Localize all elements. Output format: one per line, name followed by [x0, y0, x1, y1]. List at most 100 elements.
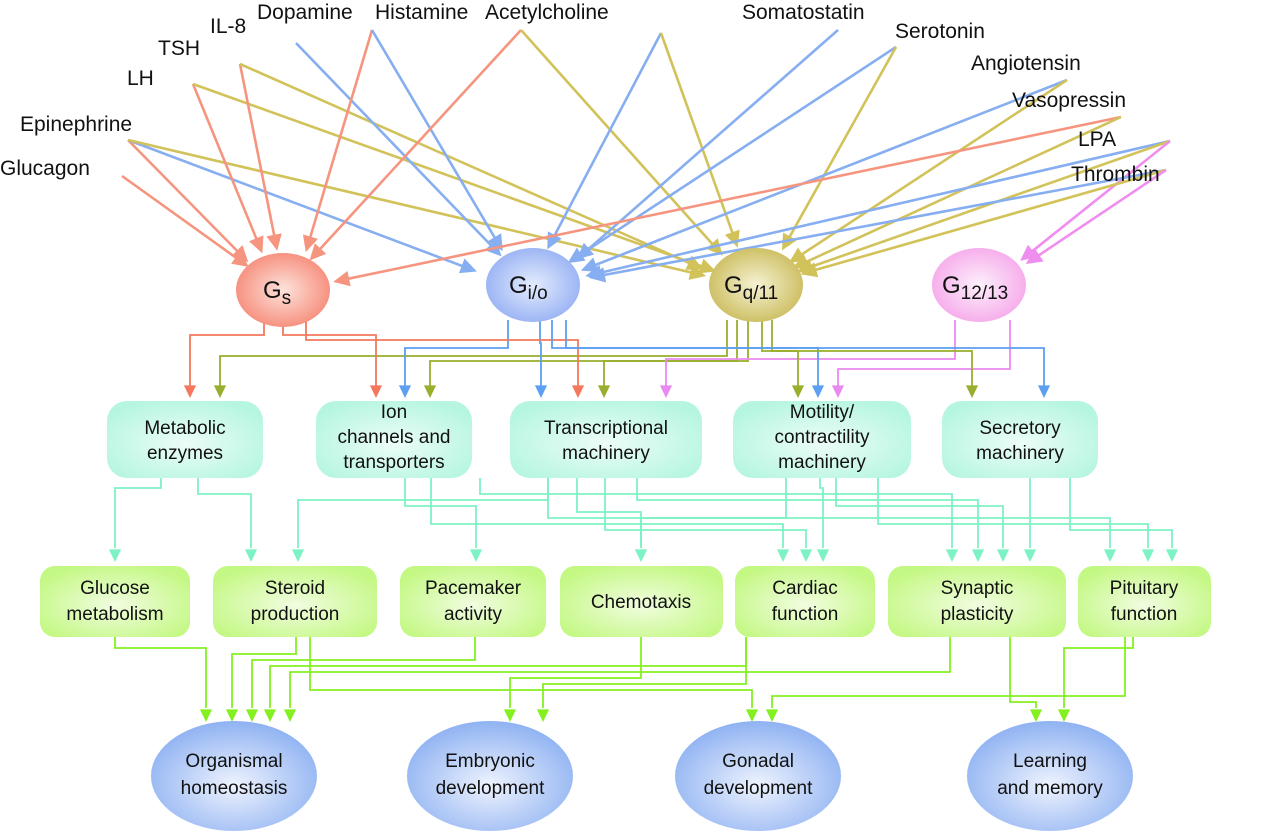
arrowhead-epinephrine-gio — [458, 258, 477, 274]
connector-gs-ion — [282, 320, 377, 386]
ligand-acetylcholine: Acetylcholine — [485, 1, 609, 24]
arrowhead-pituitary-gonadal — [765, 709, 779, 722]
edge-tsh-gs — [238, 63, 277, 240]
arrowhead-metabolic-steroid — [244, 549, 258, 562]
connector-ion-pacemaker — [404, 478, 477, 548]
arrowhead-gio-ion — [398, 385, 412, 398]
edge-thrombin-gio — [600, 168, 1167, 277]
edge-acetylcholine-gq — [659, 32, 735, 237]
edge-lpa-gq — [807, 139, 1171, 270]
ligand-somatostatin: Somatostatin — [742, 1, 865, 24]
edge-lh-gq — [192, 82, 706, 269]
gprotein-gio: Gi/o — [486, 248, 580, 322]
ligand-labels: Glucagon Epinephrine LH TSH IL-8 Dopamin… — [0, 1, 1160, 186]
svg-text:and memory: and memory — [997, 778, 1103, 799]
svg-text:development: development — [704, 778, 814, 799]
svg-text:function: function — [1111, 604, 1178, 625]
process-pacemaker-activity: Pacemaker activity — [400, 566, 546, 637]
svg-text:Gonadal: Gonadal — [722, 751, 794, 772]
arrowhead-motility-pituitary — [1141, 549, 1155, 562]
arrowhead-ion-synaptic — [945, 549, 959, 562]
gprotein-gq: Gq/11 — [709, 248, 803, 322]
gprotein-gs: Gs — [236, 253, 330, 327]
arrowhead-g1213-motility — [831, 385, 845, 398]
connector-transcriptional-cardiac — [604, 478, 807, 548]
svg-text:Pituitary: Pituitary — [1110, 578, 1179, 599]
svg-text:activity: activity — [444, 604, 503, 625]
effector-secretory: Secretory machinery — [942, 401, 1098, 478]
arrowhead-serotonin-gio — [567, 247, 586, 264]
connector-synaptic-learning — [1009, 637, 1037, 708]
arrowhead-lh-gs — [249, 235, 264, 254]
outcome-gonadal-development: Gonadal development — [675, 721, 841, 831]
connector-ion-cardiac — [430, 478, 784, 548]
connector-metabolic-steroid — [197, 478, 252, 548]
edge-vasopressin-gs — [344, 115, 1122, 281]
connector-steroid-homeostasis — [231, 637, 297, 708]
arrowhead-cardiac-embryonic — [536, 709, 550, 722]
arrowhead-gs-ion — [369, 385, 383, 398]
svg-text:metabolism: metabolism — [66, 604, 163, 625]
outcome-organismal-homeostasis: Organismal homeostasis — [151, 721, 317, 831]
arrowhead-motility-synaptic — [996, 549, 1010, 562]
svg-text:production: production — [251, 604, 340, 625]
effector-motility: Motility/ contractility machinery — [733, 401, 911, 478]
arrowhead-transcriptional-synaptic — [971, 549, 985, 562]
ligand-glucagon: Glucagon — [0, 157, 90, 180]
edge-glucagon-gs — [121, 174, 240, 261]
edge-thrombin-g1213 — [1035, 168, 1167, 259]
svg-text:Metabolic: Metabolic — [144, 418, 225, 439]
connector-motility-chemotaxis — [640, 478, 787, 548]
ligand-tsh: TSH — [158, 37, 200, 60]
svg-text:Embryonic: Embryonic — [445, 751, 535, 772]
connector-pituitary-gonadal — [771, 637, 1126, 708]
process-edges — [114, 637, 1134, 722]
svg-text:homeostasis: homeostasis — [181, 778, 288, 799]
ligand-histamine: Histamine — [375, 1, 468, 24]
arrowhead-vasopressin-gs — [333, 270, 351, 287]
arrowhead-acetylcholine-gq — [724, 229, 740, 248]
arrowhead-thrombin-gio — [588, 267, 607, 283]
connector-glucose-homeostasis — [114, 637, 207, 708]
process-pituitary-function: Pituitary function — [1078, 566, 1211, 637]
connector-motility-synaptic — [835, 478, 1004, 548]
connector-g1213-motility — [837, 320, 1011, 386]
arrowhead-g1213-transcriptional — [659, 385, 673, 398]
ligand-angiotensin: Angiotensin — [971, 52, 1081, 75]
arrowhead-transcriptional-steroid — [291, 549, 305, 562]
ligand-il8: IL-8 — [210, 15, 246, 38]
arrowhead-gq-secretory — [965, 385, 979, 398]
outcome-learning-and-memory: Learning and memory — [967, 721, 1133, 831]
connector-gs-metabolic — [189, 320, 265, 386]
arrowhead-thrombin-g1213 — [1025, 248, 1044, 265]
connector-g1213-transcriptional — [665, 320, 956, 386]
arrowhead-gs-metabolic — [183, 385, 197, 398]
arrowhead-gq-metabolic — [213, 385, 227, 398]
edge-epinephrine-gio — [127, 138, 467, 269]
effector-ion-channels: Ion channels and transporters — [316, 401, 472, 478]
ligand-thrombin: Thrombin — [1071, 163, 1160, 186]
svg-text:Secretory: Secretory — [979, 418, 1061, 439]
connector-metabolic-glucose — [114, 478, 162, 548]
arrowhead-tsh-gs — [266, 233, 282, 251]
svg-text:Synaptic: Synaptic — [941, 578, 1014, 599]
edge-dopamine-gs — [307, 29, 374, 242]
svg-text:enzymes: enzymes — [147, 443, 223, 464]
svg-text:Cardiac: Cardiac — [772, 578, 837, 599]
edge-epinephrine-gq — [127, 138, 695, 275]
svg-text:Transcriptional: Transcriptional — [544, 418, 668, 439]
connector-pacemaker-homeostasis — [251, 637, 476, 708]
edge-somatostatin-gio — [584, 29, 839, 253]
connector-motility-cardiac — [819, 478, 824, 548]
ligand-edges — [121, 29, 1171, 287]
connector-gs-transcriptional — [305, 320, 579, 386]
edge-serotonin-gio — [576, 45, 897, 258]
ligand-epinephrine: Epinephrine — [20, 113, 132, 136]
process-steroid-production: Steroid production — [213, 566, 377, 637]
connector-chemotaxis-embryonic — [509, 637, 642, 708]
connector-gq-ion — [429, 320, 738, 386]
connector-gq-metabolic — [219, 320, 728, 386]
svg-text:Pacemaker: Pacemaker — [425, 578, 522, 599]
ligand-vasopressin: Vasopressin — [1012, 89, 1126, 112]
